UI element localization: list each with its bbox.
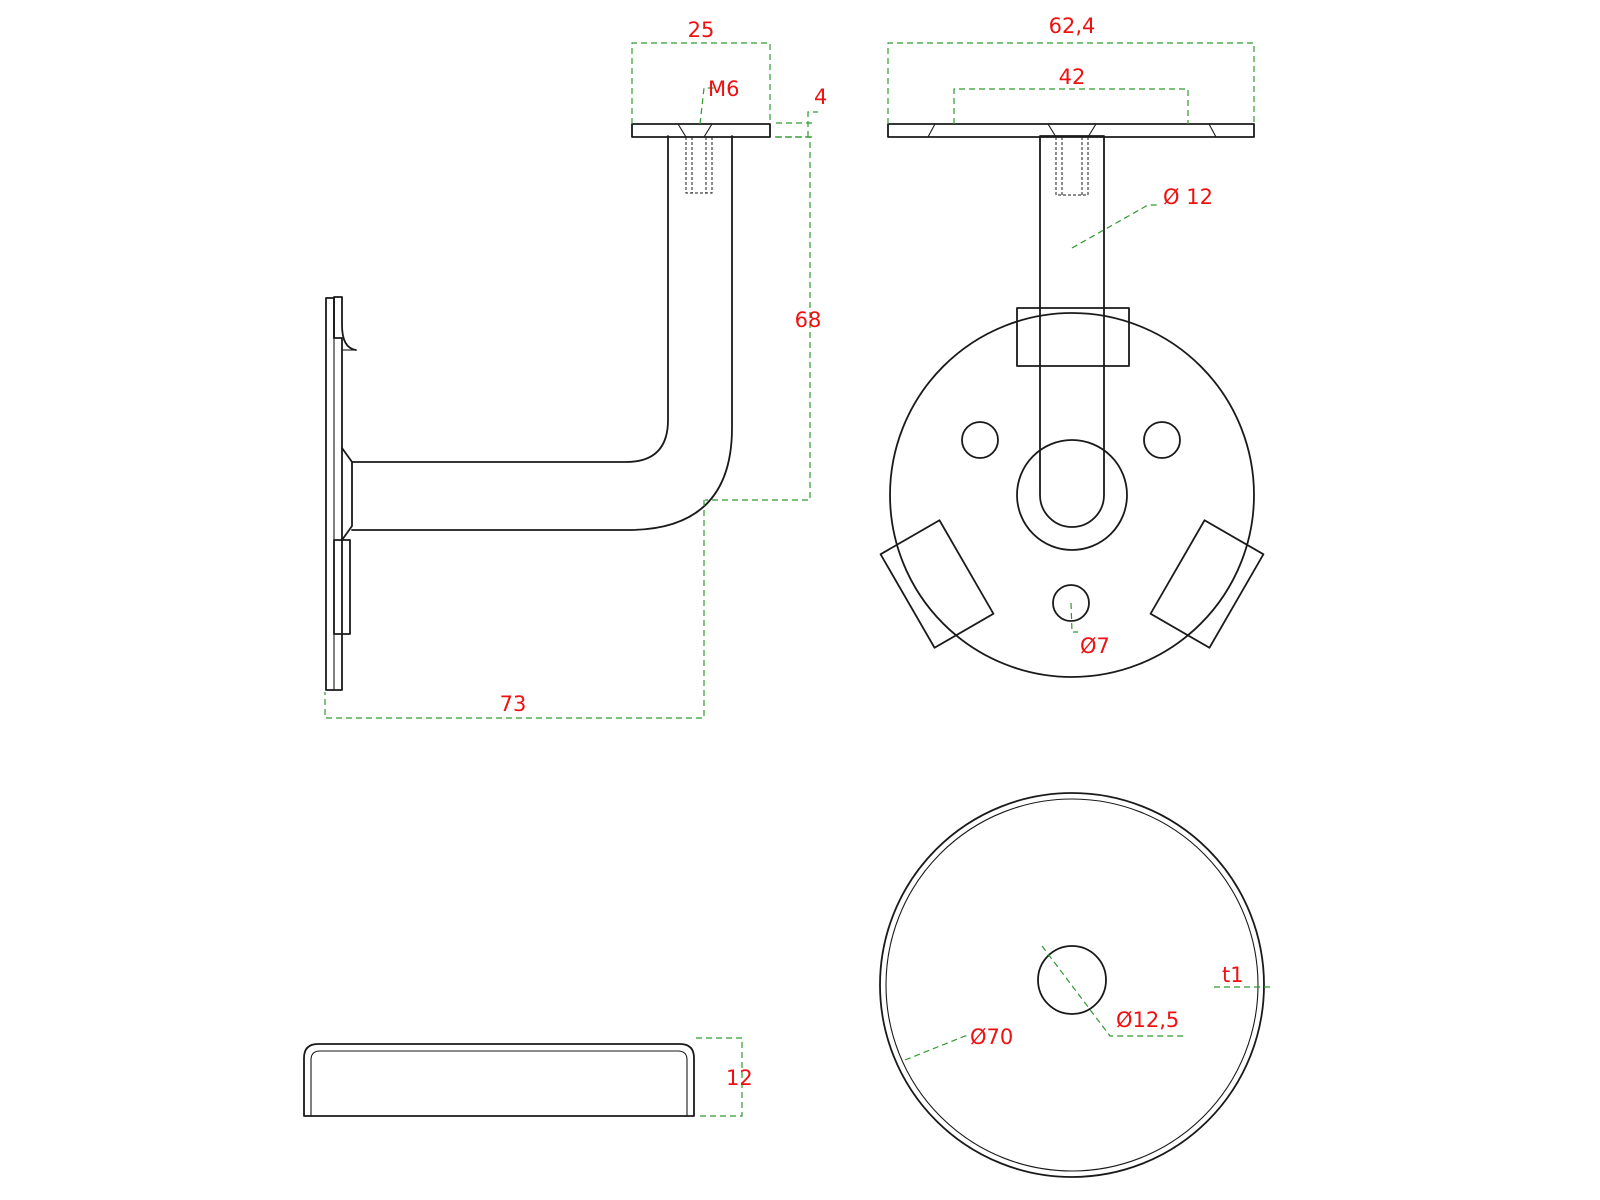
cover-hole <box>1037 945 1107 1015</box>
wall-boss <box>341 447 353 541</box>
dim-cover-thickness: t1 <box>1222 963 1244 987</box>
screw-hole-left <box>961 421 999 459</box>
bracket-tube <box>351 135 733 531</box>
saddle-pad <box>631 123 771 138</box>
front-pad <box>887 123 1255 138</box>
flange-lug-left <box>879 519 995 649</box>
cover-side-view <box>303 1043 695 1117</box>
dim-height: 68 <box>795 308 822 332</box>
dimension-labels: 25 M6 4 68 73 62,4 42 Ø 12 Ø7 12 Ø70 Ø12… <box>500 14 1244 1090</box>
dim-pad-width: 25 <box>688 18 715 42</box>
cover-top-view <box>879 792 1265 1178</box>
screw-hole-right <box>1143 421 1181 459</box>
dim-cover-height: 12 <box>726 1066 753 1090</box>
dim-pad-inner: 42 <box>1059 65 1086 89</box>
dim-hole-diameter: Ø7 <box>1080 634 1110 658</box>
dim-cover-hole: Ø12,5 <box>1116 1008 1179 1032</box>
dim-pad-length: 62,4 <box>1049 14 1096 38</box>
dim-pad-thickness: 4 <box>814 85 827 109</box>
dimension-lines <box>324 42 1272 1117</box>
side-view <box>325 123 771 691</box>
dim-cover-diameter: Ø70 <box>970 1025 1013 1049</box>
cover-inner <box>885 798 1259 1172</box>
front-thread-hidden <box>1055 137 1089 196</box>
cover-outer <box>879 792 1265 1178</box>
dim-thread: M6 <box>708 77 739 101</box>
cover-profile <box>303 1043 695 1117</box>
thread-hidden <box>685 137 713 194</box>
wall-plate-hook <box>333 296 357 351</box>
base-flange <box>889 312 1255 678</box>
flange-lug-top <box>1016 307 1130 367</box>
front-view <box>879 123 1265 678</box>
dim-tube-diameter: Ø 12 <box>1163 185 1213 209</box>
screw-hole-bottom <box>1052 584 1090 622</box>
flange-lug-right <box>1149 519 1265 649</box>
boss-ring <box>1016 439 1128 551</box>
front-tube <box>1039 135 1105 528</box>
dim-projection: 73 <box>500 692 527 716</box>
